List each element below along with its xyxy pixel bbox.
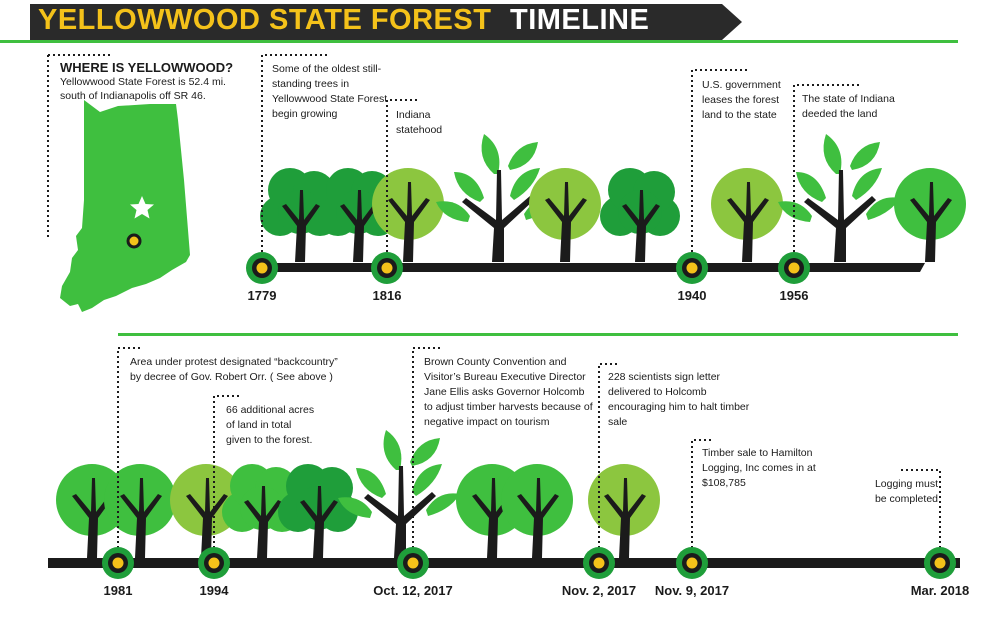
marker-1779 (246, 252, 278, 284)
year-1779: 1779 (247, 288, 277, 303)
marker-1956 (778, 252, 810, 284)
note-oct-2017: Brown County Convention and Visitor’s Bu… (424, 356, 593, 428)
year-mar-2018: Mar. 2018 (910, 583, 970, 598)
title-main: YELLOWWOOD STATE FOREST (38, 4, 492, 36)
note-1940: U.S. government leases the forest land t… (702, 79, 781, 121)
note-mar-2018: Logging must be completed (874, 478, 938, 505)
location-heading: WHERE IS YELLOWWOOD? (60, 60, 234, 75)
marker-nov2-2017 (583, 547, 615, 579)
marker-1940 (676, 252, 708, 284)
forest-bottom (56, 430, 660, 558)
location-dot-icon (126, 233, 142, 249)
marker-oct-2017 (397, 547, 429, 579)
marker-nov9-2017 (676, 547, 708, 579)
note-1994: 66 additional acres of land in total giv… (226, 404, 315, 446)
title-timeline: TIMELINE (510, 4, 650, 36)
year-1981: 1981 (103, 583, 133, 598)
year-1956: 1956 (779, 288, 809, 303)
year-1816: 1816 (372, 288, 402, 303)
year-1940: 1940 (677, 288, 707, 303)
note-1779: Some of the oldest still-standing trees … (272, 63, 388, 120)
marker-1994 (198, 547, 230, 579)
year-nov2-2017: Nov. 2, 2017 (561, 583, 637, 598)
location-description: Yellowwood State Forest is 52.4 mi. sout… (60, 76, 226, 102)
year-1994: 1994 (199, 583, 229, 598)
header: YELLOWWOOD STATE FOREST TIMELINE (0, 0, 990, 44)
title-banner (0, 4, 958, 43)
indiana-map (60, 100, 190, 312)
marker-1816 (371, 252, 403, 284)
year-oct-2017: Oct. 12, 2017 (373, 583, 453, 598)
note-1956: The state of Indiana deeded the land (802, 93, 895, 120)
marker-mar-2018 (924, 547, 956, 579)
note-nov2-2017: 228 scientists sign letter delivered to … (608, 371, 750, 428)
note-1981: Area under protest designated “backcount… (130, 356, 338, 383)
note-nov9-2017: Timber sale to Hamilton Logging, Inc com… (702, 447, 816, 489)
forest-top (260, 134, 966, 262)
star-icon (130, 196, 154, 219)
note-1816: Indiana statehood (396, 109, 443, 136)
marker-1981 (102, 547, 134, 579)
year-nov9-2017: Nov. 9, 2017 (654, 583, 730, 598)
